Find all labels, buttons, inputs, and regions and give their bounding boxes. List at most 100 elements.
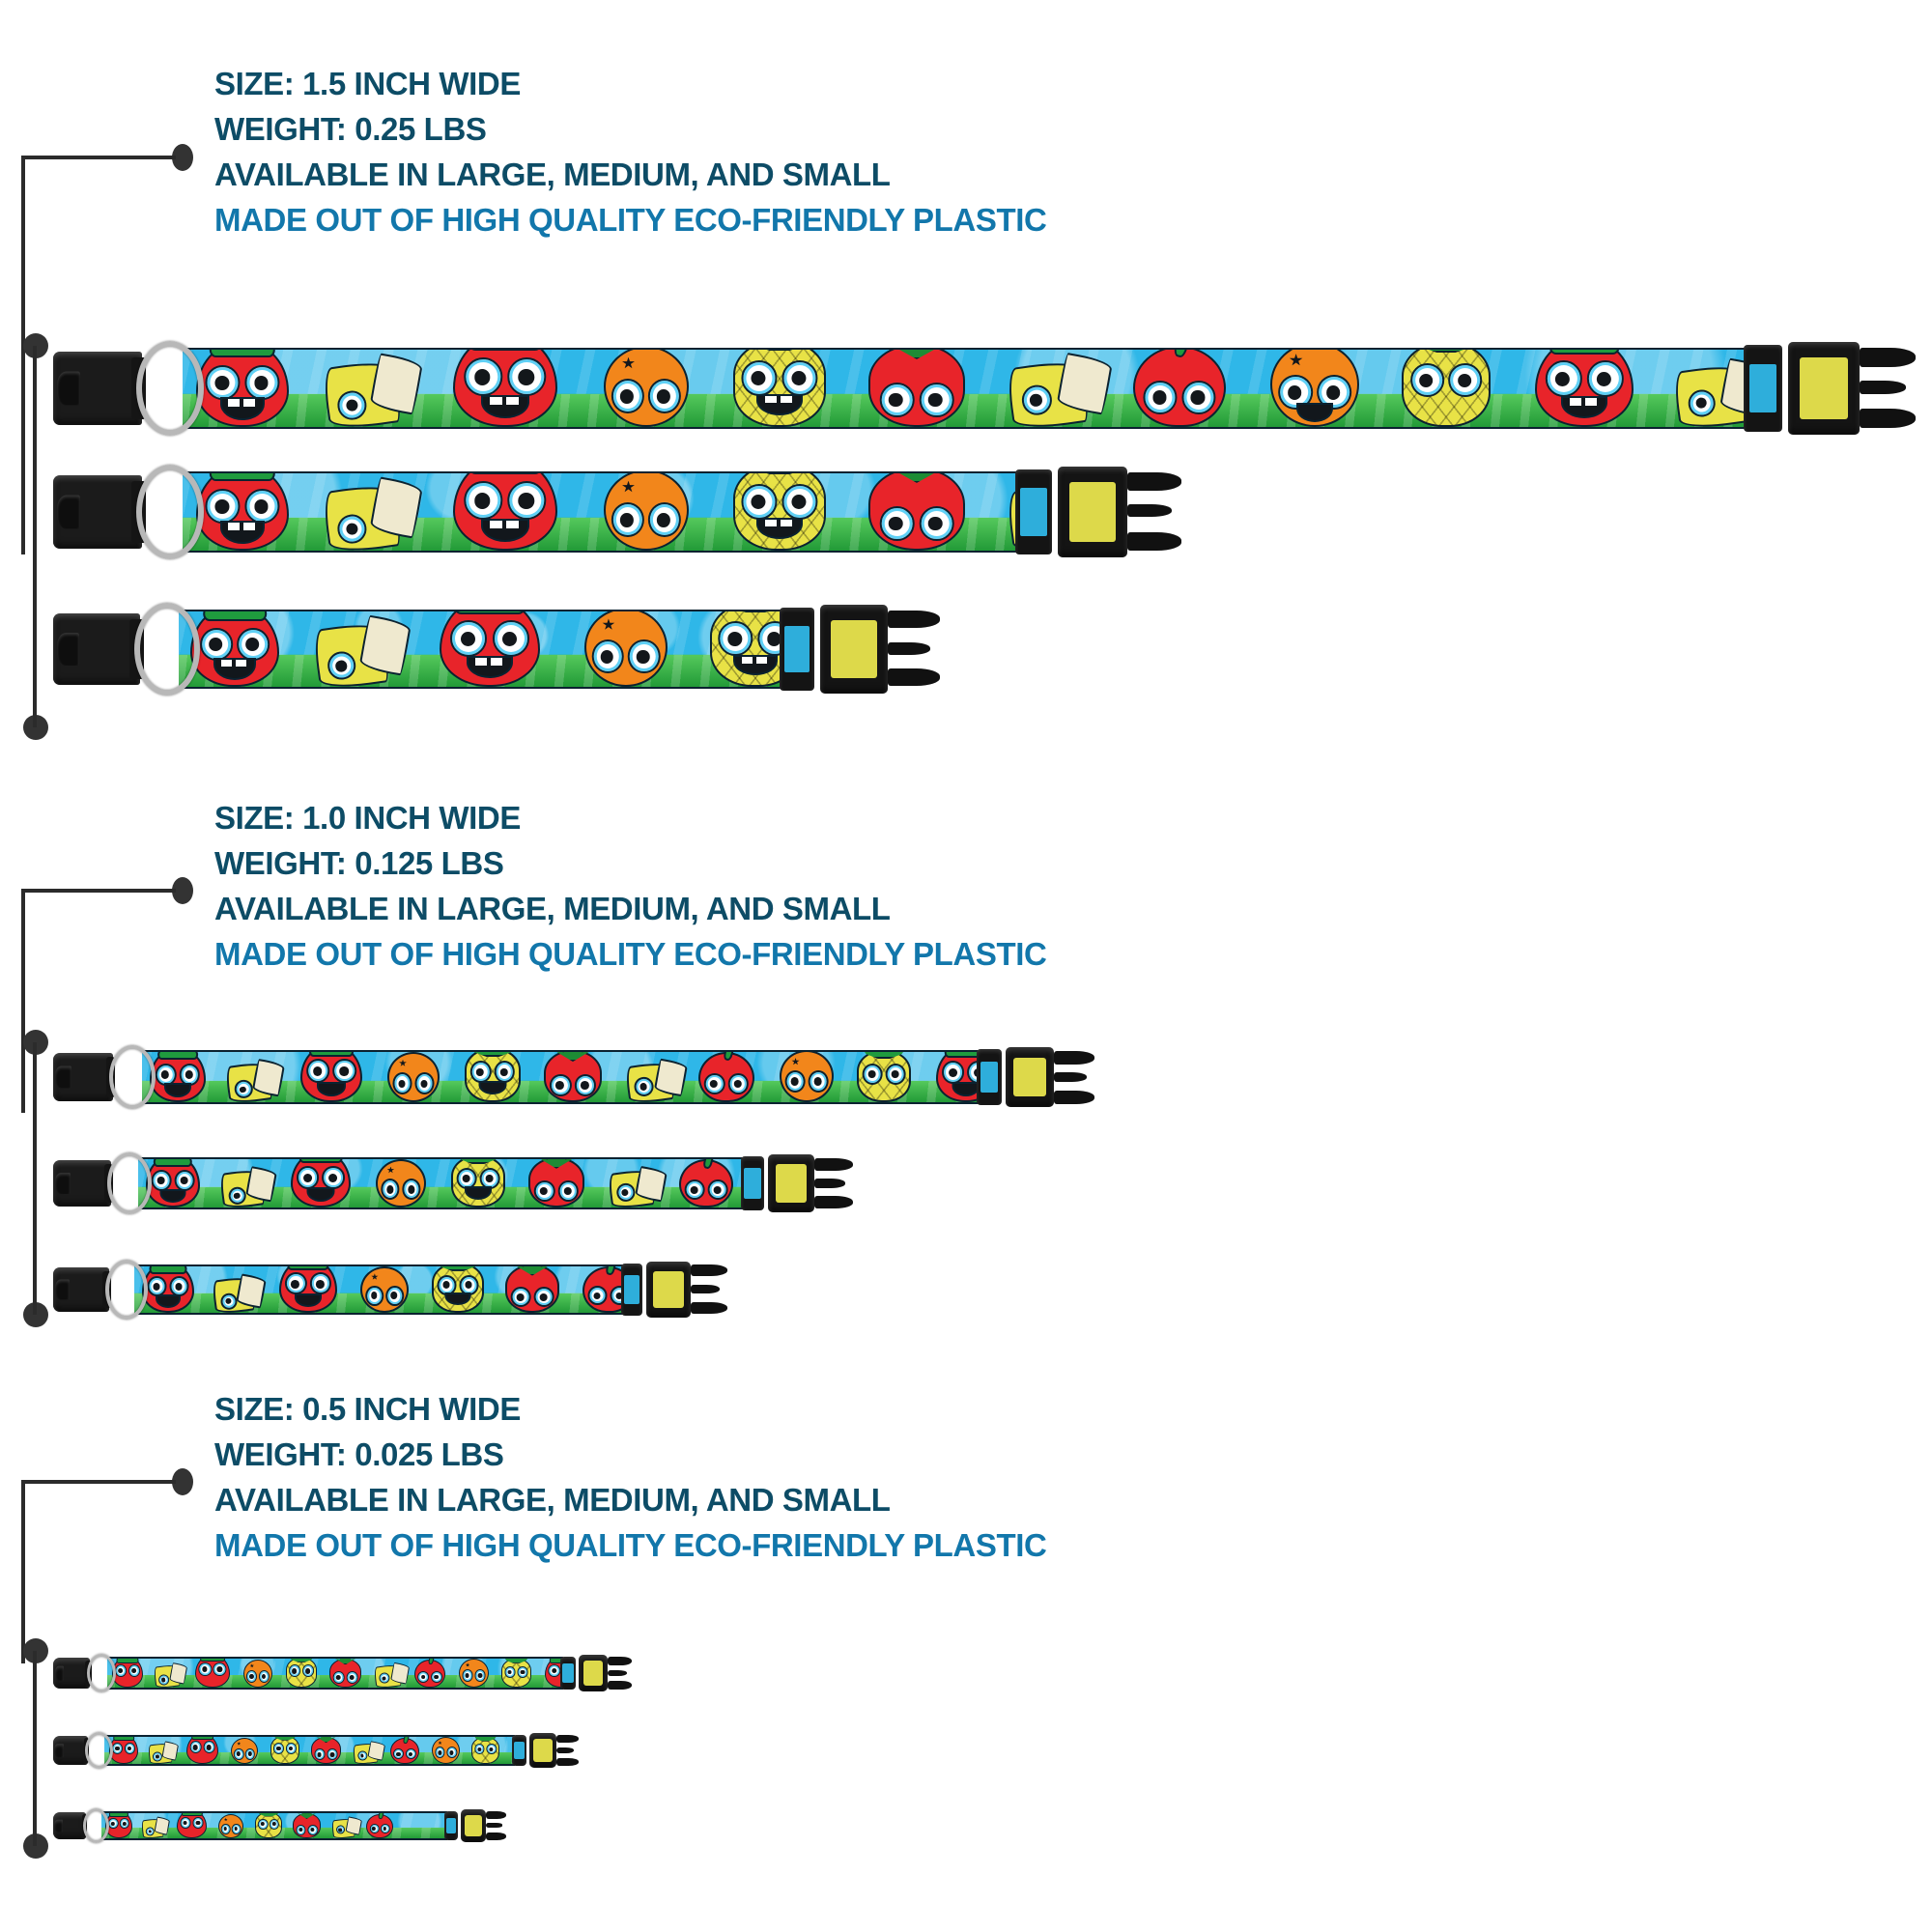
collar-1-0-medium[interactable] <box>53 1150 855 1217</box>
eyes <box>204 364 280 400</box>
eye <box>151 1170 172 1191</box>
tri-glide-slider-icon[interactable] <box>741 1156 764 1210</box>
side-release-buckle-female-icon[interactable] <box>53 1736 90 1765</box>
eyes <box>331 1825 350 1835</box>
orange-star-mark <box>386 1166 395 1174</box>
tooth <box>742 656 753 664</box>
eye <box>380 1824 390 1834</box>
prong <box>1054 1050 1094 1065</box>
side-release-buckle-female-icon[interactable] <box>53 475 146 549</box>
side-release-buckle-female-icon[interactable] <box>53 613 144 685</box>
tri-glide-slider-icon[interactable] <box>560 1657 576 1690</box>
tomato-calyx-icon <box>538 1159 575 1169</box>
prong <box>888 641 930 655</box>
eye <box>1143 380 1178 414</box>
eyes <box>1409 363 1483 398</box>
prong <box>888 610 940 628</box>
side-release-buckle-female-icon[interactable] <box>53 1658 92 1689</box>
side-release-buckle-male-icon[interactable] <box>820 605 888 694</box>
eye <box>450 620 488 658</box>
collar-1-5-medium[interactable] <box>53 464 1183 560</box>
mouth <box>756 517 803 539</box>
eye <box>192 1816 204 1829</box>
mouth <box>164 1082 191 1097</box>
fruit-orange <box>218 1814 243 1838</box>
strawberry-leaf-icon <box>157 1052 198 1061</box>
tooth <box>756 656 767 664</box>
fruit-orange <box>604 473 689 551</box>
eye <box>1278 374 1313 410</box>
mouth <box>478 1080 507 1094</box>
side-release-buckle-male-icon[interactable] <box>768 1154 814 1212</box>
tri-glide-slider-icon[interactable] <box>512 1735 526 1766</box>
eye <box>533 1180 555 1203</box>
orange-star-mark <box>223 1817 228 1822</box>
side-release-buckle-female-icon[interactable] <box>53 352 146 425</box>
tri-glide-slider-icon[interactable] <box>621 1264 642 1316</box>
spec-availability-label: AVAILABLE IN LARGE, MEDIUM, AND SMALL <box>214 1482 891 1518</box>
side-release-buckle-female-icon[interactable] <box>53 1812 88 1839</box>
eyes <box>373 1671 395 1685</box>
prong <box>608 1657 632 1666</box>
prong <box>691 1285 720 1294</box>
orange-star-mark <box>465 1662 470 1667</box>
collar-1-0-large[interactable] <box>53 1043 1096 1111</box>
buckle-prongs <box>1127 467 1183 557</box>
side-release-buckle-male-icon[interactable] <box>579 1655 608 1691</box>
side-release-buckle-male-icon[interactable] <box>461 1809 486 1842</box>
strawberry-leaf-icon <box>108 1813 129 1818</box>
collar-webbing <box>107 1657 563 1690</box>
side-release-buckle-male-icon[interactable] <box>1006 1047 1054 1107</box>
eyes <box>877 505 957 541</box>
eye <box>548 1663 561 1677</box>
buckle-prongs <box>691 1262 729 1318</box>
orange-star-mark <box>237 1742 242 1746</box>
side-release-buckle-male-icon[interactable] <box>1058 467 1127 557</box>
fruit-orange <box>243 1660 272 1688</box>
eyes <box>233 1747 256 1760</box>
side-release-buckle-male-icon[interactable] <box>529 1733 556 1768</box>
collar-1-0-small[interactable] <box>53 1256 729 1323</box>
eyes <box>473 1744 497 1755</box>
fruit-pineapple <box>451 1159 505 1208</box>
tri-glide-slider-icon[interactable] <box>1744 345 1782 432</box>
fruit-pineapple <box>733 350 826 427</box>
strawberry-leaf-icon <box>309 1052 354 1057</box>
tri-glide-slider-icon[interactable] <box>977 1049 1002 1105</box>
collar-webbing <box>134 1264 625 1315</box>
fruit-pineapple <box>501 1659 531 1688</box>
strawberry-leaf-icon <box>549 1659 563 1663</box>
caliper-vertical <box>21 1480 25 1663</box>
prong <box>1127 531 1181 551</box>
tooth <box>765 519 777 526</box>
collar-0-5-small[interactable] <box>53 1804 507 1847</box>
eye <box>703 1073 725 1095</box>
eye <box>417 1670 430 1683</box>
collar-0-5-medium[interactable] <box>53 1729 580 1772</box>
eye <box>507 357 547 397</box>
tri-glide-slider-icon[interactable] <box>780 608 814 691</box>
side-release-buckle-female-icon[interactable] <box>53 1053 116 1101</box>
fruit-pineapple <box>286 1659 317 1688</box>
side-release-buckle-male-icon[interactable] <box>1788 342 1860 435</box>
eye <box>115 1664 128 1678</box>
tri-glide-slider-icon[interactable] <box>444 1811 458 1840</box>
leader-bullet-dot <box>172 1468 193 1495</box>
collar-1-5-large[interactable] <box>53 340 1918 437</box>
eyes <box>111 1742 136 1754</box>
tri-glide-slider-icon[interactable] <box>1015 469 1052 554</box>
collar-1-5-small[interactable] <box>53 601 942 697</box>
fruit-banana <box>1672 357 1751 427</box>
side-release-buckle-female-icon[interactable] <box>53 1160 114 1207</box>
collar-webbing <box>183 471 1021 553</box>
mouth <box>467 655 513 678</box>
side-release-buckle-male-icon[interactable] <box>646 1262 691 1318</box>
tomato-calyx-icon <box>298 1813 316 1819</box>
d-ring-icon <box>136 465 204 559</box>
collar-0-5-large[interactable] <box>53 1652 633 1694</box>
eyes <box>533 1180 580 1203</box>
side-release-buckle-female-icon[interactable] <box>53 1267 112 1312</box>
tomato-calyx-icon <box>885 473 949 483</box>
eyes <box>311 647 373 683</box>
eye <box>1545 360 1582 398</box>
